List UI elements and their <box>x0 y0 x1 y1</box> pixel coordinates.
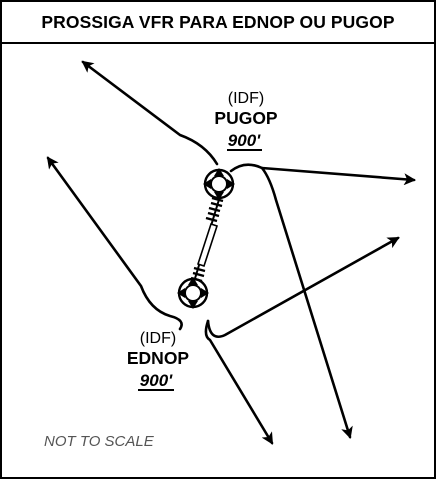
not-to-scale-note: NOT TO SCALE <box>44 433 155 450</box>
route-ednop-northwest <box>46 156 183 331</box>
pugop-fix-icon <box>203 168 235 200</box>
ednop-name-label: EDNOP <box>127 348 190 368</box>
pugop-type-label: (IDF) <box>228 90 264 107</box>
pugop-name-label: PUGOP <box>214 108 278 128</box>
page-title: PROSSIGA VFR PARA EDNOP OU PUGOP <box>2 2 434 44</box>
route-ednop-south <box>204 319 274 445</box>
route-pugop-east <box>229 163 416 186</box>
ednop-type-label: (IDF) <box>140 330 176 347</box>
route-pugop-northwest <box>81 60 219 166</box>
ednop-fix-icon <box>177 277 209 309</box>
ednop-altitude-label: 900' <box>140 371 173 390</box>
route-ednop-northeast <box>206 236 400 339</box>
runway <box>190 192 224 286</box>
route-pugop-south <box>260 166 353 439</box>
pugop-altitude-label: 900' <box>228 131 261 150</box>
